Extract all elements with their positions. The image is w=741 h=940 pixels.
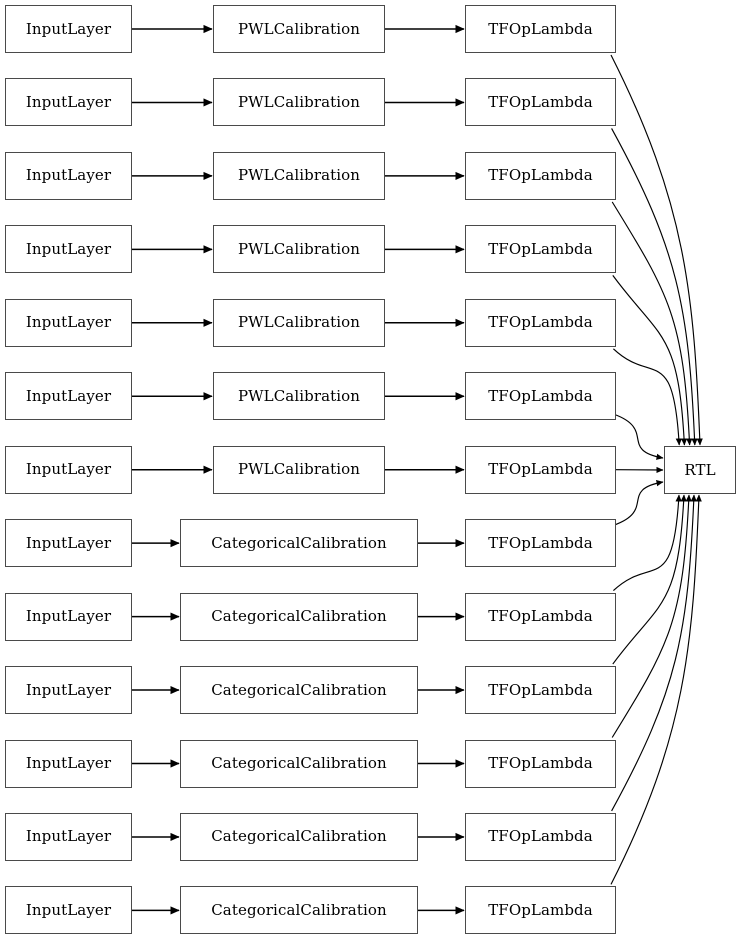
node-categorical-calibration[interactable]: CategoricalCalibration xyxy=(180,519,418,568)
node-tfoplambda[interactable]: TFOpLambda xyxy=(465,592,616,641)
node-tfoplambda[interactable]: TFOpLambda xyxy=(465,739,616,788)
node-label: TFOpLambda xyxy=(488,460,593,479)
node-tfoplambda[interactable]: TFOpLambda xyxy=(465,886,616,935)
node-pwl-calibration[interactable]: PWLCalibration xyxy=(213,445,385,494)
node-label: CategoricalCalibration xyxy=(211,533,387,552)
node-input-layer[interactable]: InputLayer xyxy=(5,519,132,568)
node-label: PWLCalibration xyxy=(237,460,361,479)
node-label: PWLCalibration xyxy=(237,166,361,185)
node-input-layer[interactable]: InputLayer xyxy=(5,812,132,861)
node-tfoplambda[interactable]: TFOpLambda xyxy=(465,298,616,347)
node-label: CategoricalCalibration xyxy=(211,607,387,626)
node-tfoplambda[interactable]: TFOpLambda xyxy=(465,519,616,568)
node-pwl-calibration[interactable]: PWLCalibration xyxy=(213,5,385,53)
node-label: InputLayer xyxy=(25,680,112,699)
node-label: CategoricalCalibration xyxy=(211,754,387,772)
node-pwl-calibration[interactable]: PWLCalibration xyxy=(213,78,385,127)
node-tfoplambda[interactable]: TFOpLambda xyxy=(465,372,616,421)
node-label: InputLayer xyxy=(25,386,112,405)
node-input-layer[interactable]: InputLayer xyxy=(5,298,132,347)
node-label: TFOpLambda xyxy=(488,166,593,185)
node-tfoplambda[interactable]: TFOpLambda xyxy=(465,445,616,494)
node-tfoplambda[interactable]: TFOpLambda xyxy=(465,666,616,715)
node-label: PWLCalibration xyxy=(237,313,361,332)
node-label: InputLayer xyxy=(25,19,112,38)
node-label: TFOpLambda xyxy=(488,313,593,332)
node-label: InputLayer xyxy=(25,533,112,552)
node-input-layer[interactable]: InputLayer xyxy=(5,151,132,200)
node-categorical-calibration[interactable]: CategoricalCalibration xyxy=(180,886,418,935)
node-label: TFOpLambda xyxy=(488,754,593,772)
node-label: InputLayer xyxy=(25,460,112,479)
node-pwl-calibration[interactable]: PWLCalibration xyxy=(213,372,385,421)
node-label: TFOpLambda xyxy=(488,900,593,919)
node-label: TFOpLambda xyxy=(488,533,593,552)
node-label: CategoricalCalibration xyxy=(211,680,387,699)
node-label: InputLayer xyxy=(25,900,112,919)
node-label: InputLayer xyxy=(25,754,112,772)
node-label: TFOpLambda xyxy=(488,19,593,38)
node-tfoplambda[interactable]: TFOpLambda xyxy=(465,78,616,127)
node-label: InputLayer xyxy=(25,239,112,258)
node-categorical-calibration[interactable]: CategoricalCalibration xyxy=(180,666,418,715)
node-label: TFOpLambda xyxy=(488,239,593,258)
node-label: TFOpLambda xyxy=(488,827,593,846)
node-label: CategoricalCalibration xyxy=(211,827,387,846)
node-label: RTL xyxy=(684,460,716,479)
node-pwl-calibration[interactable]: PWLCalibration xyxy=(213,225,385,274)
node-input-layer[interactable]: InputLayer xyxy=(5,5,132,53)
node-label: TFOpLambda xyxy=(488,607,593,626)
node-input-layer[interactable]: InputLayer xyxy=(5,666,132,715)
node-pwl-calibration[interactable]: PWLCalibration xyxy=(213,151,385,200)
node-categorical-calibration[interactable]: CategoricalCalibration xyxy=(180,812,418,861)
node-categorical-calibration[interactable]: CategoricalCalibration xyxy=(180,592,418,641)
node-label: InputLayer xyxy=(25,313,112,332)
node-tfoplambda[interactable]: TFOpLambda xyxy=(465,151,616,200)
node-input-layer[interactable]: InputLayer xyxy=(5,592,132,641)
node-label: PWLCalibration xyxy=(237,386,361,405)
node-label: PWLCalibration xyxy=(237,19,361,38)
node-label: InputLayer xyxy=(25,166,112,185)
node-label: InputLayer xyxy=(25,607,112,626)
node-label: PWLCalibration xyxy=(237,239,361,258)
node-input-layer[interactable]: InputLayer xyxy=(5,739,132,788)
node-pwl-calibration[interactable]: PWLCalibration xyxy=(213,298,385,347)
node-categorical-calibration[interactable]: CategoricalCalibration xyxy=(180,739,418,788)
node-label: PWLCalibration xyxy=(237,92,361,111)
node-input-layer[interactable]: InputLayer xyxy=(5,78,132,127)
node-input-layer[interactable]: InputLayer xyxy=(5,372,132,421)
node-input-layer[interactable]: InputLayer xyxy=(5,225,132,274)
node-label: TFOpLambda xyxy=(488,92,593,111)
node-label: InputLayer xyxy=(25,92,112,111)
node-rtl-output[interactable]: RTL xyxy=(664,446,736,494)
node-input-layer[interactable]: InputLayer xyxy=(5,886,132,935)
node-tfoplambda[interactable]: TFOpLambda xyxy=(465,812,616,861)
node-label: CategoricalCalibration xyxy=(211,900,387,919)
node-label: InputLayer xyxy=(25,827,112,846)
node-label: TFOpLambda xyxy=(488,386,593,405)
node-tfoplambda[interactable]: TFOpLambda xyxy=(465,5,616,53)
node-input-layer[interactable]: InputLayer xyxy=(5,445,132,494)
node-tfoplambda[interactable]: TFOpLambda xyxy=(465,225,616,274)
node-label: TFOpLambda xyxy=(488,680,593,699)
